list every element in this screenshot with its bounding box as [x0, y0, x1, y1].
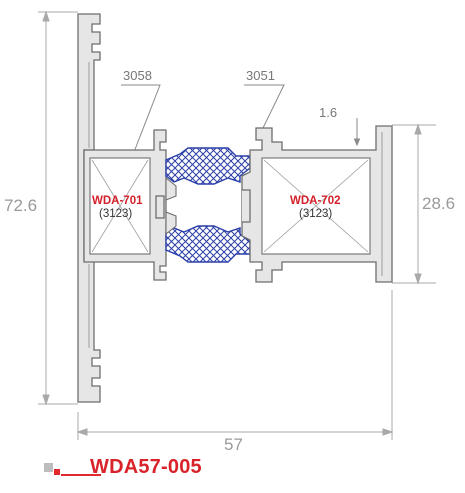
profile-left	[77, 13, 167, 403]
insulation-right-sub: (3123)	[299, 208, 332, 220]
profile-right	[241, 125, 393, 283]
part-label-left: 3058	[123, 68, 152, 83]
footer-bullet-red	[54, 469, 60, 475]
height-frame-value: 28.6	[422, 194, 455, 213]
footer-underline	[61, 474, 101, 476]
product-code: WDA57-005	[90, 456, 202, 478]
insulation-right-label: WDA-702	[290, 195, 340, 207]
gap-value: 1.6	[319, 105, 337, 120]
leader-left	[121, 84, 161, 153]
insulation-left-label: WDA-701	[92, 195, 143, 207]
dimension-width-total	[76, 290, 394, 440]
product-code-footer: WDA57-005	[44, 456, 424, 484]
insulation-left-sub: (3123)	[99, 208, 132, 220]
dimension-height-frame	[392, 123, 436, 285]
width-total-value: 57	[224, 435, 243, 450]
leader-right	[244, 84, 285, 131]
thermal-break-strips	[165, 147, 251, 263]
footer-bullet-grey	[44, 463, 53, 472]
profile-cross-section-drawing: 72.6 28.6 57 1.6 3058 3051	[4, 10, 455, 450]
profile-left-lugs	[165, 176, 177, 236]
part-label-right: 3051	[246, 68, 275, 83]
dimension-height-total	[38, 10, 78, 406]
height-total-value: 72.6	[4, 196, 37, 215]
